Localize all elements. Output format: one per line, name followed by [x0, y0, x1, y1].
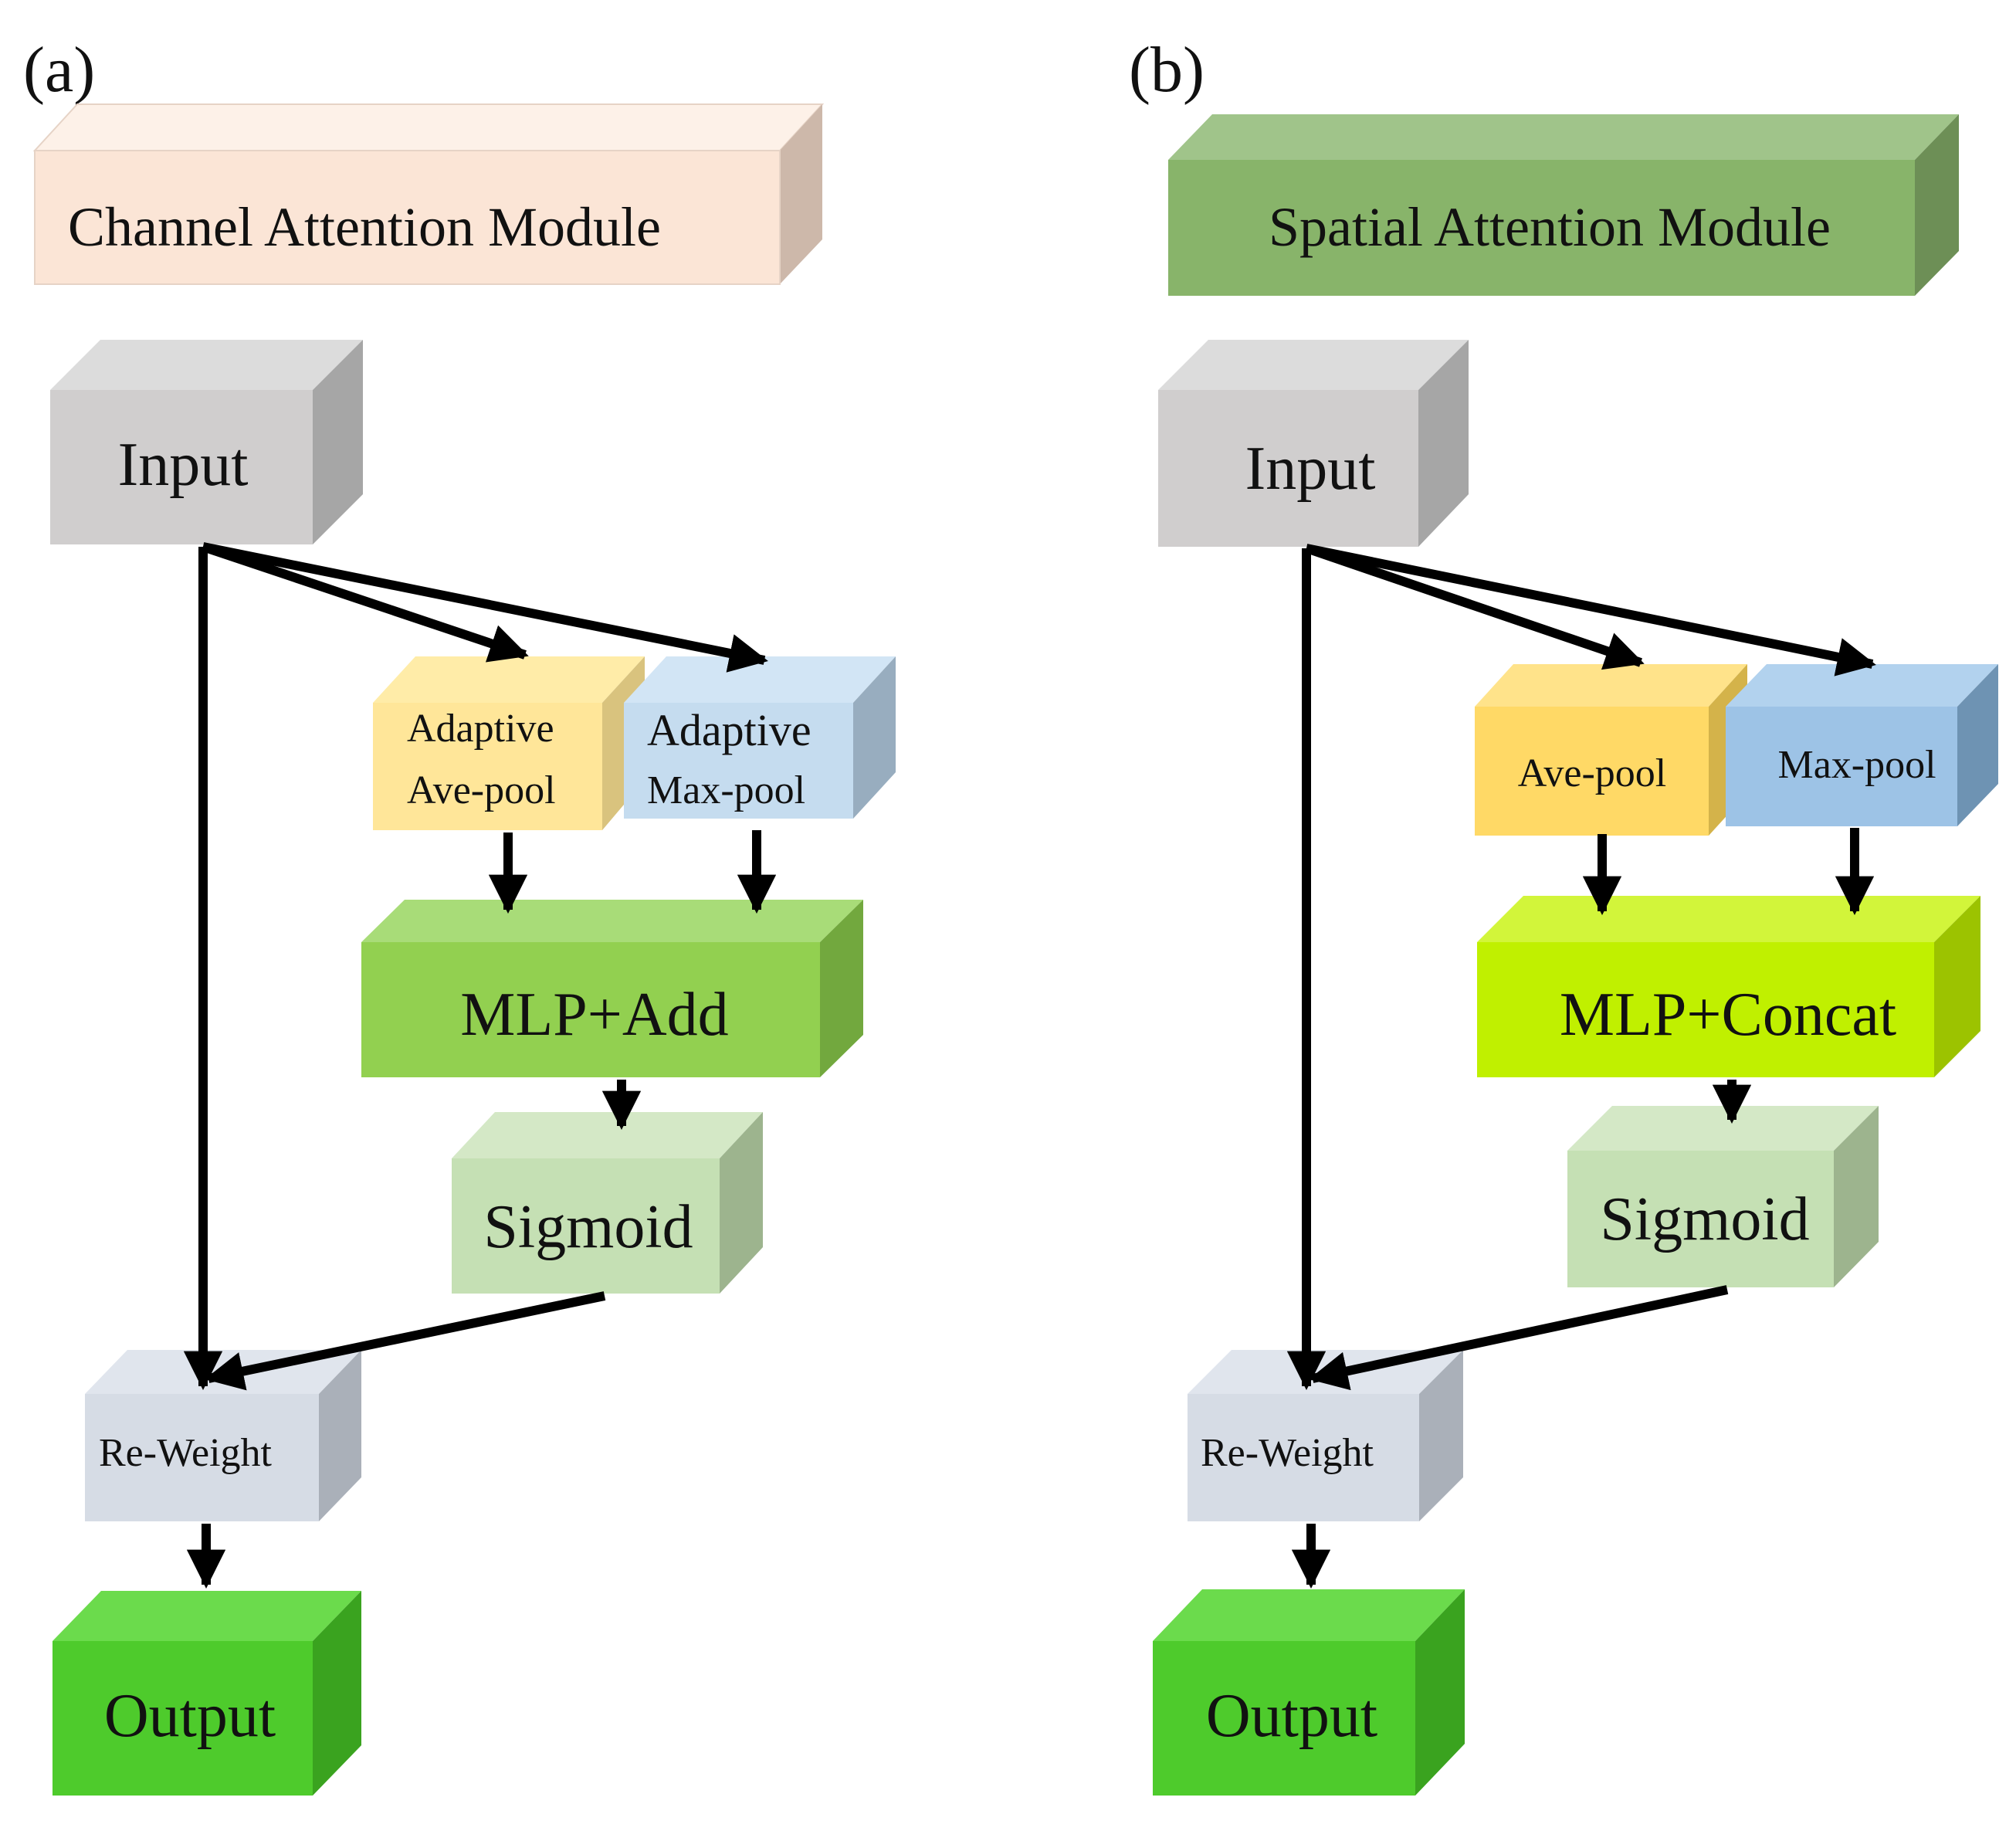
panel-b-title: Spatial Attention Module — [1269, 196, 1831, 258]
panel-b-mlp-concat-block: MLP+Concat — [1477, 896, 1980, 1077]
panel-b-ave-pool-label: Ave-pool — [1518, 751, 1667, 795]
panel-a-sigmoid-block: Sigmoid — [452, 1112, 763, 1294]
arrow-input-to-maxpool-a — [202, 542, 768, 673]
panel-a-output-block: Output — [53, 1591, 361, 1796]
panel-a-mlp-add-label: MLP+Add — [460, 981, 728, 1049]
panel-a-label: (a) — [23, 34, 95, 106]
panel-b-reweight-label: Re-Weight — [1201, 1431, 1374, 1475]
panel-a-max-pool-line1: Adaptive — [647, 705, 811, 755]
panel-a-ave-pool-block: Adaptive Ave-pool — [373, 656, 645, 830]
panel-b-max-pool-label: Max-pool — [1777, 743, 1936, 787]
panel-a-ave-pool-line1: Adaptive — [407, 707, 554, 751]
panel-b-input-block: Input — [1158, 340, 1469, 547]
panel-b-sigmoid-label: Sigmoid — [1600, 1185, 1809, 1253]
panel-a: (a) Channel Attention Module Input Adapt… — [23, 34, 896, 1796]
panel-b-title-box: Spatial Attention Module — [1168, 114, 1959, 296]
panel-b-label: (b) — [1129, 34, 1205, 106]
panel-b-output-label: Output — [1206, 1682, 1377, 1750]
panel-a-arrows — [183, 542, 777, 1589]
arrow-input-to-avepool-a — [202, 542, 529, 663]
panel-a-title-box: Channel Attention Module — [32, 103, 825, 285]
panel-b-sigmoid-block: Sigmoid — [1567, 1106, 1879, 1287]
panel-b-max-pool-block: Max-pool — [1726, 664, 1998, 826]
panel-a-input-label: Input — [118, 431, 249, 499]
panel-a-title: Channel Attention Module — [68, 196, 661, 258]
panel-b-arrows — [1286, 544, 1876, 1589]
panel-a-max-pool-line2: Max-pool — [647, 768, 805, 812]
arrow-input-to-avepool-b — [1305, 544, 1645, 670]
panel-a-reweight-block: Re-Weight — [85, 1350, 361, 1521]
panel-a-input-block: Input — [50, 340, 363, 544]
panel-a-mlp-add-block: MLP+Add — [361, 900, 863, 1077]
arrow-sigmoid-to-reweight-a — [205, 1291, 606, 1391]
panel-b-input-label: Input — [1245, 435, 1376, 503]
panel-a-output-label: Output — [104, 1682, 276, 1750]
panel-a-sigmoid-label: Sigmoid — [483, 1193, 693, 1261]
panel-b: (b) Spatial Attention Module Input Ave-p… — [1129, 34, 1998, 1796]
panel-b-mlp-concat-label: MLP+Concat — [1560, 981, 1896, 1049]
panel-b-output-block: Output — [1153, 1589, 1465, 1796]
panel-a-reweight-label: Re-Weight — [99, 1431, 273, 1475]
arrow-input-to-maxpool-b — [1305, 544, 1876, 677]
panel-a-max-pool-block: Adaptive Max-pool — [624, 656, 896, 819]
panel-b-ave-pool-block: Ave-pool — [1475, 664, 1747, 836]
arrow-sigmoid-to-reweight-b — [1309, 1285, 1729, 1391]
panel-a-ave-pool-line2: Ave-pool — [407, 768, 556, 812]
